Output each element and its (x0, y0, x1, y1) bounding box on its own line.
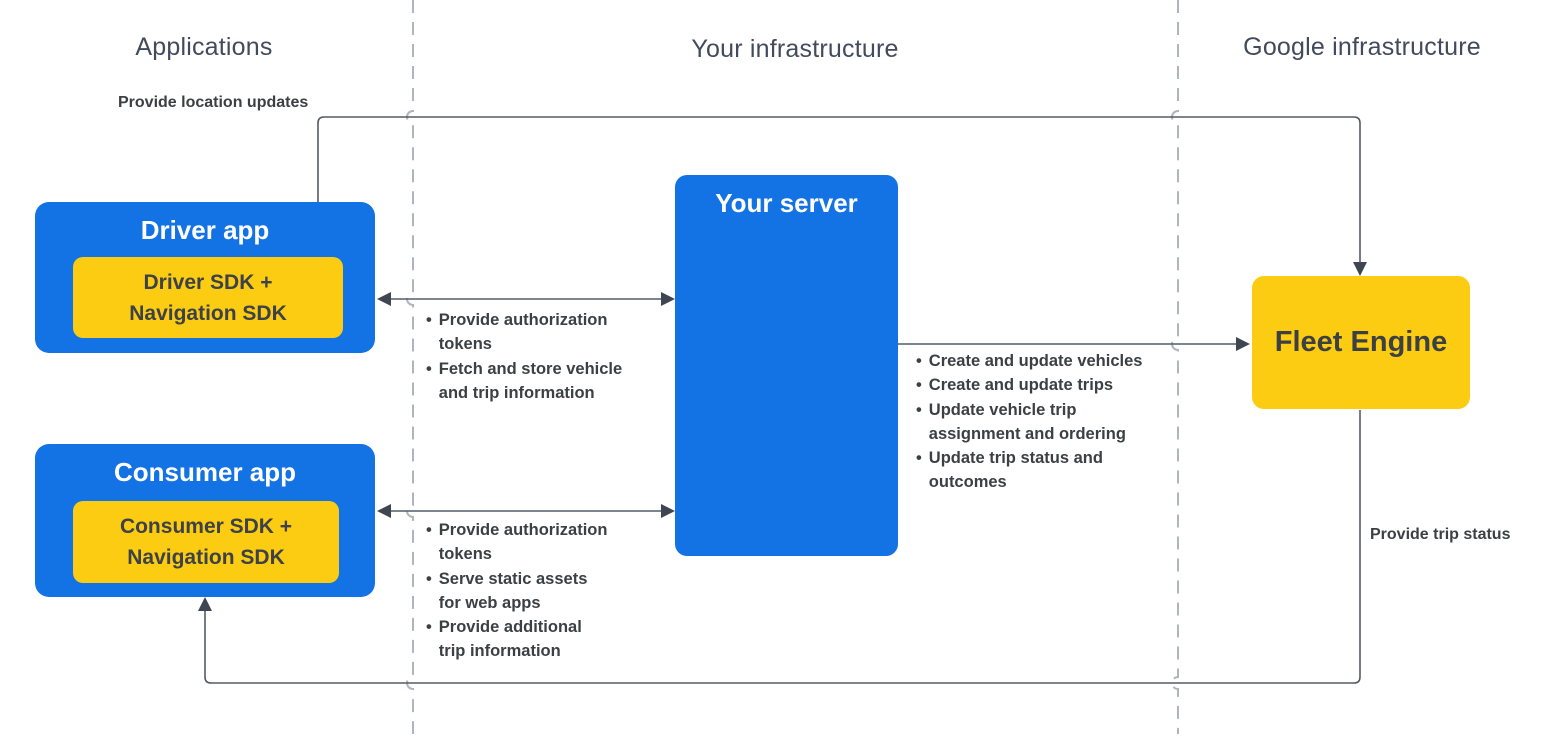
your-server-title: Your server (715, 188, 858, 218)
bullet-marker: • (916, 400, 922, 419)
consumer-server-bullet-list: • Provide authorization tokens • Serve s… (426, 518, 666, 664)
consumer-app-title: Consumer app (113, 457, 297, 487)
list-item: • Update vehicle trip assignment and ord… (916, 398, 1196, 447)
bullet-marker: • (426, 521, 432, 539)
lane-divider-left (406, 0, 414, 734)
list-item: • Provide authorization tokens (426, 518, 666, 567)
consumer-sdk-node: Consumer SDK + Navigation SDK (73, 501, 339, 583)
consumer-sdk-label: Consumer SDK + Navigation SDK (119, 515, 293, 569)
bullet-marker: • (426, 618, 432, 637)
driver-server-arrowhead-left (377, 292, 391, 306)
driver-server-bullet-list: • Provide authorization tokens • Fetch a… (426, 308, 666, 405)
server-fleet-arrowhead (1236, 337, 1250, 351)
trip-status-arrowhead (198, 597, 212, 611)
list-item: • Provide authorization tokens (426, 308, 666, 357)
driver-sdk-node: Driver SDK + Navigation SDK (73, 257, 343, 338)
trip-status-label: Provide trip status (1370, 526, 1511, 543)
lane-header-google-infrastructure: Google infrastructure (1243, 33, 1481, 61)
server-fleet-bullet-list: • Create and update vehicles • Create an… (916, 349, 1196, 495)
list-item: • Create and update trips (916, 373, 1196, 397)
bullet-marker: • (916, 376, 922, 395)
bullet-marker: • (916, 449, 922, 468)
fleet-engine-node: Fleet Engine (1252, 276, 1470, 409)
consumer-app-node: Consumer app Consumer SDK + Navigation S… (35, 444, 375, 597)
list-item: • Serve static assets for web apps (426, 567, 666, 616)
list-item: • Create and update vehicles (916, 349, 1196, 373)
location-updates-wire (317, 116, 1361, 262)
driver-app-title: Driver app (140, 215, 270, 245)
bullet-marker: • (426, 311, 432, 329)
driver-server-arrowhead-right (661, 292, 675, 306)
list-item: • Provide additional trip information (426, 615, 666, 664)
bullet-marker: • (916, 352, 922, 370)
trip-status-wire (204, 410, 1361, 684)
consumer-server-arrowhead-right (661, 504, 675, 518)
lane-header-your-infrastructure: Your infrastructure (691, 35, 899, 63)
lane-header-applications: Applications (135, 33, 273, 61)
consumer-server-arrowhead-left (377, 504, 391, 518)
list-item: • Fetch and store vehicle and trip infor… (426, 357, 666, 406)
driver-sdk-label: Driver SDK + Navigation SDK (129, 270, 287, 325)
bullet-marker: • (426, 569, 432, 588)
your-server-node: Your server (675, 175, 898, 556)
list-item: • Update trip status and outcomes (916, 446, 1196, 495)
fleet-engine-title: Fleet Engine (1274, 326, 1448, 358)
driver-app-node: Driver app Driver SDK + Navigation SDK (35, 202, 375, 353)
location-updates-label: Provide location updates (118, 94, 309, 111)
location-updates-arrowhead (1353, 262, 1367, 276)
bullet-marker: • (426, 359, 432, 378)
